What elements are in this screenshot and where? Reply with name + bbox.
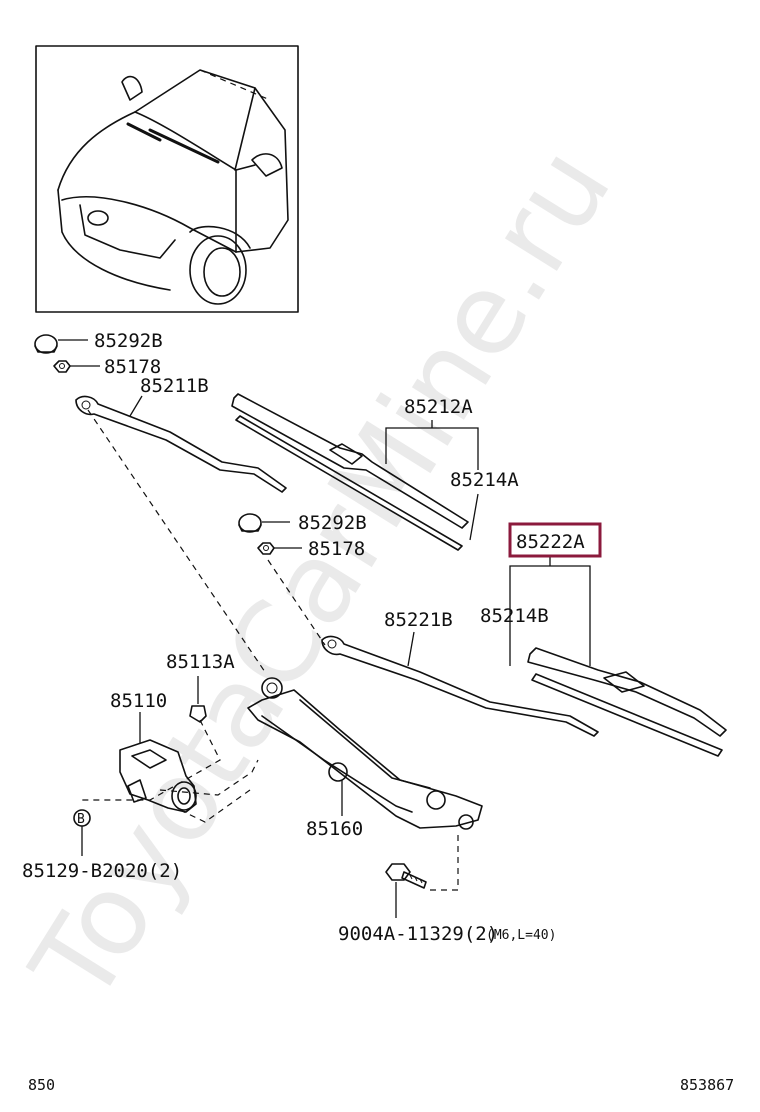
wiper-arm-icon [75,395,287,493]
label-9004A-11329: 9004A-11329(2) [338,923,498,945]
assembly-line-6 [430,835,459,891]
highlight-box [508,522,602,558]
assembly-line-3 [82,719,221,801]
wiper-arm-icon-2 [321,635,599,737]
nut-icon [53,360,71,373]
label-85113A: 85113A [166,651,235,673]
assembly-line-1 [87,409,266,673]
screw-b-marker: B [73,809,91,827]
wiper-blade-icon [231,393,469,551]
cap-icon [34,334,58,354]
label-85178-2: 85178 [308,538,365,560]
car-front-view-icon [35,45,299,313]
watermark: ToyotaCarMine.ru [7,126,636,1025]
wiper-linkage-icon [247,677,483,830]
corner-code-left: 850 [28,1076,55,1094]
svg-text:B: B [77,812,85,827]
label-bolt-spec: (M6,L=40) [486,928,556,943]
wiper-blade-icon-2 [527,647,727,757]
label-85212A: 85212A [404,396,473,418]
label-85221B: 85221B [384,609,453,631]
cap-icon-2 [238,513,262,533]
label-85160: 85160 [306,818,363,840]
wiper-motor-icon [119,739,197,813]
label-85178-1: 85178 [104,356,161,378]
label-85292B-1: 85292B [94,330,163,352]
corner-code-right: 853867 [680,1076,734,1094]
label-85214B: 85214B [480,605,549,627]
label-85129-B2020: 85129-B2020(2) [22,860,182,882]
label-85222A: 85222A [516,531,585,553]
label-85110: 85110 [110,690,167,712]
assembly-line-5 [179,789,251,823]
label-85292B-2: 85292B [298,512,367,534]
label-85211B: 85211B [140,375,209,397]
clip-icon [189,705,207,723]
assembly-line-4 [159,759,259,796]
label-85214A: 85214A [450,469,519,491]
bolt-icon [385,863,427,889]
